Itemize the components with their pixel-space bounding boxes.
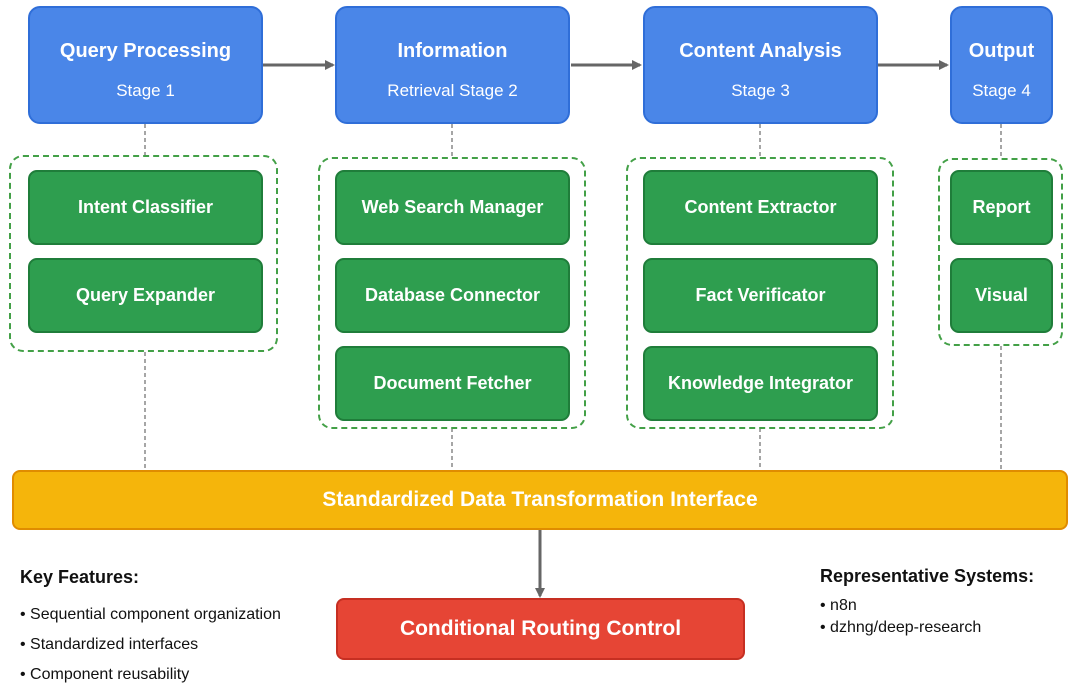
key-features-title: Key Features:: [20, 567, 140, 587]
representative-systems-list: • n8n • dzhng/deep-research: [820, 595, 1034, 639]
component-database-connector: Database Connector: [335, 258, 570, 333]
stage-1-title: Query Processing: [59, 40, 232, 62]
component-knowledge-integrator: Knowledge Integrator: [643, 346, 878, 421]
stage-4-subtitle: Stage 4: [972, 81, 1031, 100]
stage-2-box: Information Retrieval Stage 2: [335, 6, 570, 124]
stage-3-title: Content Analysis: [679, 40, 842, 62]
component-report: Report: [950, 170, 1053, 245]
representative-system-item: • dzhng/deep-research: [820, 619, 982, 636]
key-feature-item: • Component reusability: [20, 666, 190, 683]
component-web-search-manager: Web Search Manager: [335, 170, 570, 245]
representative-systems-title: Representative Systems:: [820, 566, 1035, 586]
data-transformation-interface: Standardized Data Transformation Interfa…: [12, 470, 1068, 530]
key-features-panel: Key Features: • Sequential component org…: [20, 567, 281, 690]
stage-4-title: Output: [968, 40, 1035, 62]
component-content-extractor: Content Extractor: [643, 170, 878, 245]
component-query-expander: Query Expander: [28, 258, 263, 333]
stage-2-subtitle: Retrieval Stage 2: [387, 81, 518, 100]
stage-4-box: Output Stage 4: [950, 6, 1053, 124]
stage-1-subtitle: Stage 1: [116, 81, 175, 100]
key-features-list: • Sequential component organization • St…: [20, 600, 281, 690]
key-feature-item: • Standardized interfaces: [20, 636, 199, 653]
stage-3-box: Content Analysis Stage 3: [643, 6, 878, 124]
component-document-fetcher: Document Fetcher: [335, 346, 570, 421]
representative-systems-panel: Representative Systems: • n8n • dzhng/de…: [820, 566, 1034, 639]
component-intent-classifier: Intent Classifier: [28, 170, 263, 245]
component-visual: Visual: [950, 258, 1053, 333]
stage-2-title: Information: [397, 40, 508, 62]
stage-1-box: Query Processing Stage 1: [28, 6, 263, 124]
conditional-routing-control: Conditional Routing Control: [336, 598, 745, 660]
representative-system-item: • n8n: [820, 597, 857, 614]
component-fact-verificator: Fact Verificator: [643, 258, 878, 333]
key-feature-item: • Sequential component organization: [20, 606, 281, 623]
stage-3-subtitle: Stage 3: [731, 81, 790, 100]
